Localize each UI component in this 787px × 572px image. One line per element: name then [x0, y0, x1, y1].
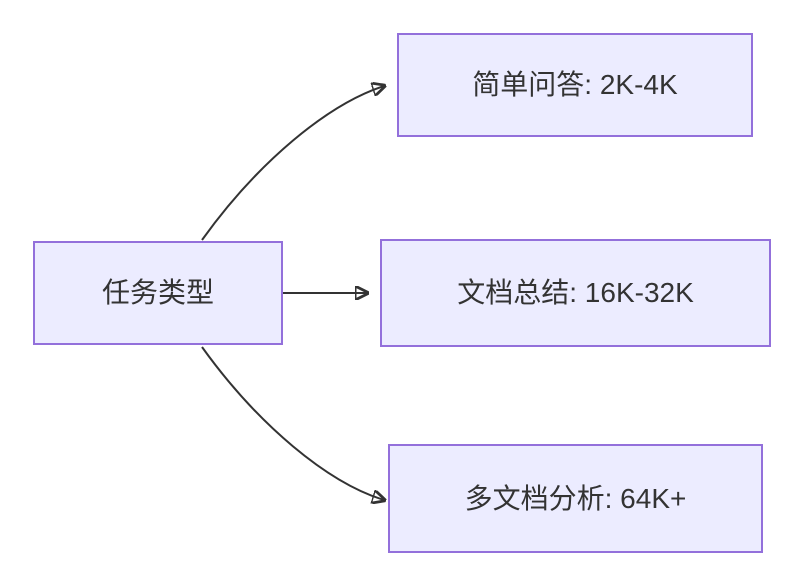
node-doc-summary: 文档总结: 16K-32K	[380, 239, 771, 347]
node-multi-doc-analysis: 多文档分析: 64K+	[388, 444, 763, 553]
node-simple-qa-label: 简单问答: 2K-4K	[472, 69, 678, 101]
node-task-type-label: 任务类型	[101, 277, 214, 309]
node-simple-qa: 简单问答: 2K-4K	[397, 33, 753, 137]
edge-root-to-simple-qa	[201, 86, 384, 241]
edge-root-to-multi-doc	[201, 346, 384, 500]
node-task-type: 任务类型	[33, 241, 283, 345]
node-multi-doc-analysis-label: 多文档分析: 64K+	[464, 482, 687, 514]
node-doc-summary-label: 文档总结: 16K-32K	[457, 277, 694, 309]
